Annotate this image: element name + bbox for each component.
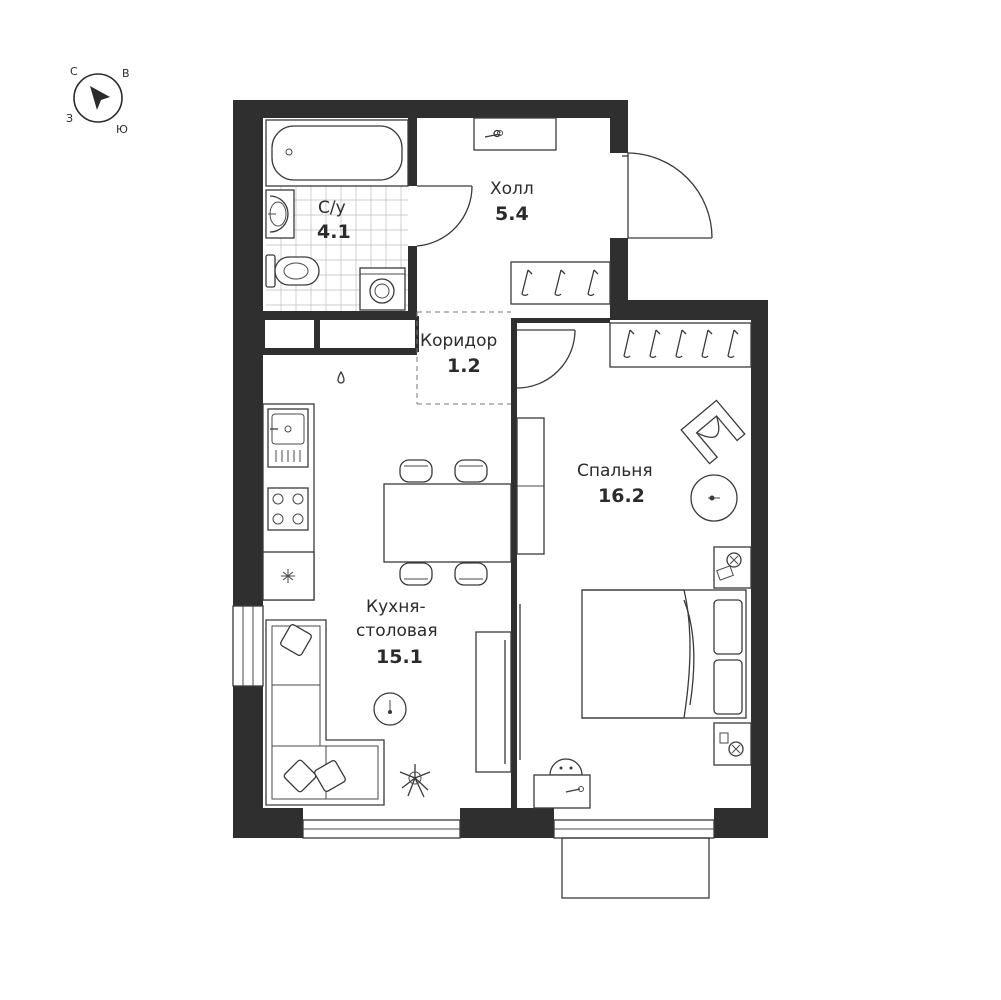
compass-north: С	[70, 65, 78, 78]
room-area-corridor: 1.2	[447, 355, 481, 377]
room-name-corridor: Коридор	[420, 331, 497, 351]
sofa-icon	[265, 619, 385, 806]
bedroom-window	[553, 819, 715, 839]
label-bathroom: С/у 4.1	[317, 198, 351, 243]
chair-bottom-right	[454, 562, 488, 586]
bedroom-wall-panel	[516, 417, 545, 555]
balcony	[561, 837, 710, 899]
bathroom	[265, 119, 409, 311]
room-name-kitchen-line1: Кухня-	[366, 597, 426, 617]
sink-icon	[265, 189, 295, 239]
coffee-table-icon	[373, 692, 407, 726]
chair-bottom-left	[399, 562, 433, 586]
desk-icon	[533, 758, 591, 809]
kitchen-side-window	[232, 605, 264, 687]
side-table-icon	[690, 474, 738, 522]
room-name-bedroom: Спальня	[577, 461, 653, 481]
plant-icon	[399, 764, 431, 798]
chair-top-right	[454, 459, 488, 483]
label-bedroom: Спальня 16.2	[577, 461, 653, 507]
toilet-icon	[265, 254, 320, 288]
table-top	[383, 483, 512, 563]
compass-arrow-icon	[90, 86, 110, 110]
compass-south: Ю	[116, 123, 128, 136]
room-area-hall: 5.4	[495, 203, 529, 225]
stove-icon	[267, 487, 309, 531]
bedroom	[516, 322, 752, 809]
label-kitchen: Кухня- столовая 15.1	[356, 597, 438, 668]
room-name-bathroom: С/у	[318, 198, 346, 218]
outer-walls	[233, 100, 768, 838]
washing-machine-icon	[359, 267, 406, 311]
water-drop-icon	[337, 370, 345, 384]
room-area-kitchen: 15.1	[376, 646, 423, 668]
label-hall: Холл 5.4	[490, 179, 534, 225]
bedroom-wardrobe-icon	[609, 322, 752, 368]
compass-ring	[73, 73, 123, 123]
bathroom-door[interactable]	[416, 185, 473, 247]
kitchen-window	[302, 819, 461, 839]
kitchen	[232, 403, 512, 806]
compass-east: В	[122, 67, 130, 80]
armchair-icon	[680, 399, 746, 465]
entrance-door[interactable]	[622, 152, 713, 239]
nightstand-top-icon	[713, 546, 752, 589]
fridge-icon	[262, 551, 315, 601]
room-area-bedroom: 16.2	[598, 485, 645, 507]
bathtub-icon	[265, 119, 409, 187]
hall	[473, 117, 713, 305]
room-name-kitchen-line2: столовая	[356, 621, 438, 641]
room-area-bathroom: 4.1	[317, 221, 351, 243]
label-corridor: Коридор 1.2	[420, 331, 497, 377]
hall-wardrobe-icon	[510, 261, 611, 305]
bed-icon	[581, 589, 747, 719]
nightstand-bottom-icon	[713, 722, 752, 766]
shoe-cabinet-icon	[473, 117, 557, 151]
kitchen-sink-icon	[267, 408, 309, 468]
bedroom-door[interactable]	[516, 329, 576, 389]
chair-top-left	[399, 459, 433, 483]
compass-west: З	[66, 112, 73, 125]
room-name-hall: Холл	[490, 179, 534, 199]
tv-cabinet-icon	[475, 631, 512, 773]
compass: С В З Ю	[66, 65, 130, 136]
dining-table-icon	[383, 459, 512, 586]
